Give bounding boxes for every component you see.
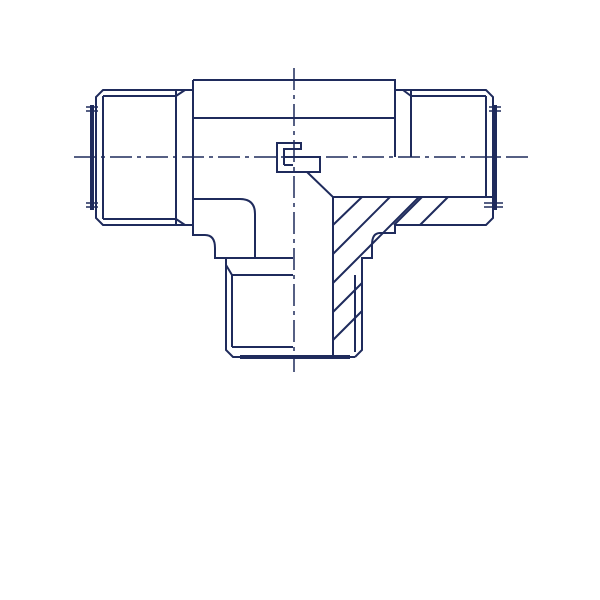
bottom-thread [225,258,355,359]
center-lines [74,68,528,372]
body [192,79,396,259]
section-hatch [306,171,492,358]
